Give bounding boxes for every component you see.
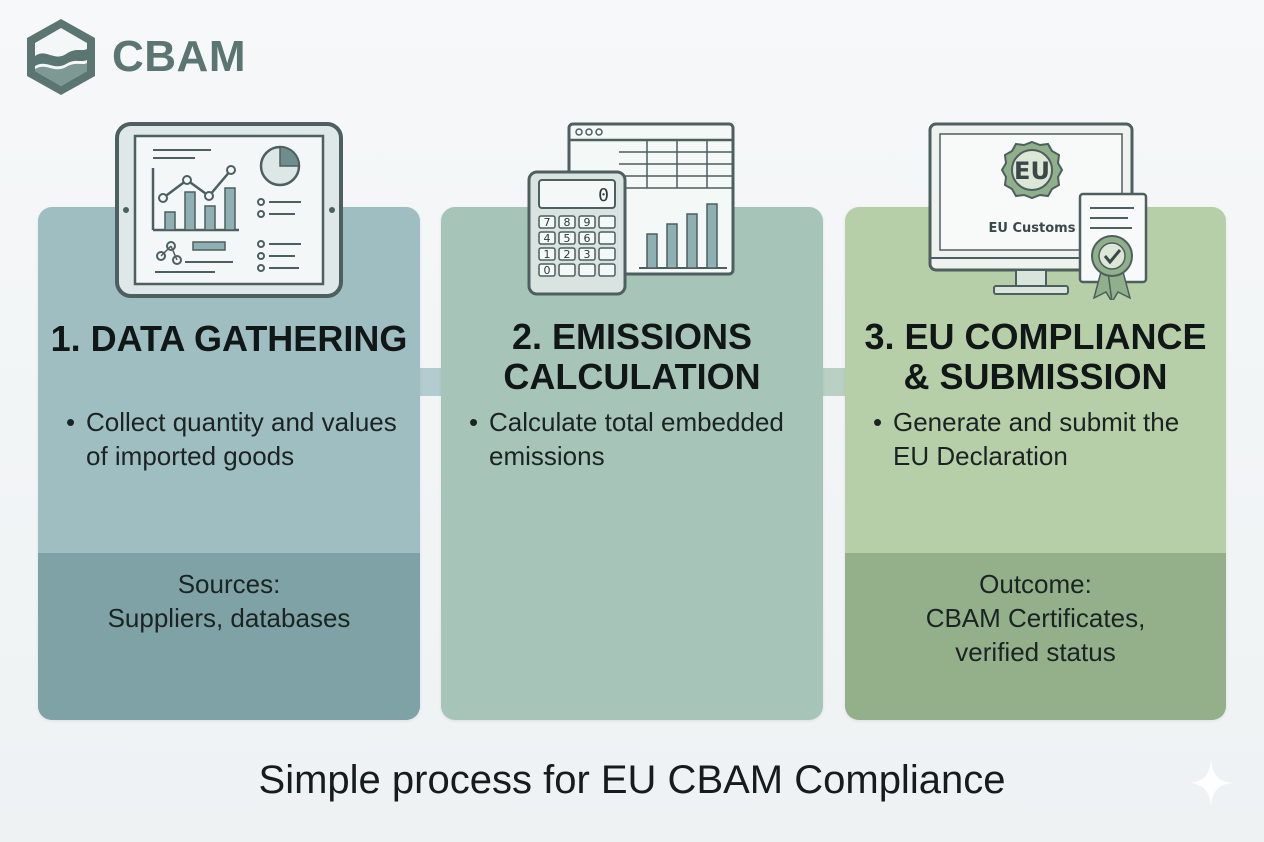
step-bullet: • Calculate total embedded emissions — [469, 407, 784, 471]
brand-logo: CBAM — [22, 16, 246, 98]
step-footer-panel — [38, 553, 420, 720]
tablet-analytics-icon — [115, 122, 343, 298]
eu-seal-icon: EU — [1000, 140, 1064, 200]
step-title: 3. EU COMPLIANCE & SUBMISSION — [864, 316, 1207, 397]
svg-text:3: 3 — [584, 248, 591, 261]
calculator-keypad: 7 8 9 4 5 6 1 2 3 0 — [538, 215, 616, 277]
step-bullet: • Collect quantity and values of importe… — [66, 407, 397, 471]
calculator-display: 0 — [598, 185, 609, 206]
svg-text:4: 4 — [544, 232, 551, 245]
monitor-eu-customs-icon: EU EU Customs — [928, 122, 1148, 300]
brand-name: CBAM — [112, 32, 246, 81]
checkmark-icon — [1103, 249, 1122, 265]
step-footer-text: Outcome: CBAM Certificates, verified sta… — [925, 569, 1146, 667]
svg-text:5: 5 — [564, 232, 571, 245]
svg-text:1: 1 — [544, 248, 551, 261]
sparkle-icon — [1190, 760, 1232, 806]
certificate-icon — [1078, 192, 1148, 300]
eu-seal-text: EU — [1014, 157, 1050, 185]
svg-text:9: 9 — [584, 216, 591, 229]
calculator-spreadsheet-icon: 0 7 8 9 4 5 6 1 2 3 0 — [527, 122, 735, 296]
step-card-emissions-calculation: 2. EMISSIONS CALCULATION • Calculate tot… — [441, 207, 823, 720]
diagram-caption: Simple process for EU CBAM Compliance — [258, 758, 1006, 802]
svg-text:8: 8 — [564, 216, 571, 229]
svg-text:2: 2 — [564, 248, 571, 261]
step-footer-text: Sources: Suppliers, databases — [107, 569, 351, 633]
eu-customs-label: EU Customs — [989, 221, 1076, 236]
step-footer-panel — [845, 553, 1226, 720]
svg-text:0: 0 — [544, 264, 551, 277]
svg-text:7: 7 — [544, 216, 551, 229]
hexagon-wave-logo-icon — [27, 19, 95, 95]
step-title: 1. DATA GATHERING — [50, 318, 408, 359]
step-bullet: • Generate and submit the EU Declaration — [873, 407, 1180, 471]
step-title: 2. EMISSIONS CALCULATION — [503, 316, 761, 397]
svg-text:6: 6 — [584, 232, 591, 245]
